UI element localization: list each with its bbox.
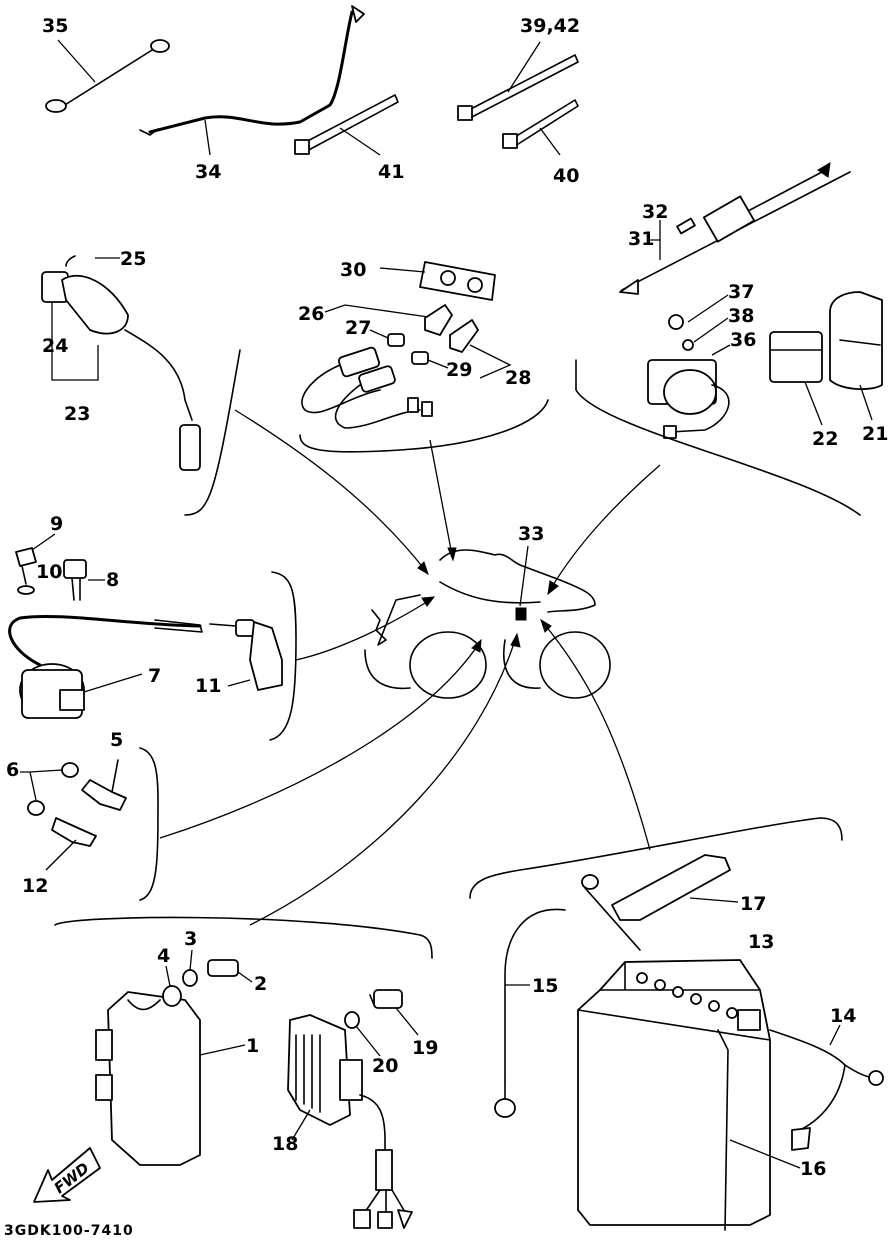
vehicle-outline	[364, 549, 611, 699]
group-bracket-coil	[269, 571, 297, 741]
part-7-ignition-coil	[8, 614, 203, 719]
part-3-washer	[182, 949, 198, 987]
callout-29: 29	[446, 359, 472, 381]
part-26-wire-lead	[301, 304, 436, 429]
part-10-washer	[17, 585, 35, 595]
part-18-rectifier-regulator	[287, 1014, 413, 1229]
callout-18: 18	[272, 1133, 298, 1155]
callout-19: 19	[412, 1037, 438, 1059]
callout-7: 7	[148, 665, 161, 687]
part-20-washer	[344, 1011, 381, 1057]
group-bracket-battery	[469, 817, 843, 899]
part-12-switch	[45, 817, 97, 871]
part-17-battery-band	[611, 854, 739, 921]
callout-20: 20	[372, 1055, 398, 1077]
part-11-plug-cap	[209, 619, 283, 691]
part-1-cdi-unit	[95, 991, 246, 1166]
callout-22: 22	[812, 428, 838, 450]
part-31-sensor-assembly	[619, 162, 851, 295]
callout-21: 21	[862, 423, 888, 445]
callout-27: 27	[345, 317, 371, 339]
callout-16: 16	[800, 1158, 826, 1180]
part-22-relay-cover	[769, 331, 823, 426]
callout-39-42: 39,42	[520, 15, 580, 37]
callout-9: 9	[50, 513, 63, 535]
group-bracket-sensor	[184, 349, 241, 516]
callout-28: 28	[505, 367, 531, 389]
callout-10: 10	[36, 561, 62, 583]
callout-4: 4	[157, 945, 170, 967]
group-bracket-switches	[139, 747, 159, 901]
callout-30: 30	[340, 259, 366, 281]
callout-13: 13	[748, 931, 774, 953]
callout-41: 41	[378, 161, 404, 183]
callout-1: 1	[246, 1035, 259, 1057]
part-15-negative-lead	[494, 874, 641, 1118]
group-bracket-leads	[299, 399, 549, 453]
callout-11: 11	[195, 675, 221, 697]
leader-33	[519, 545, 529, 607]
callout-2: 2	[254, 973, 267, 995]
location-arrows	[159, 409, 661, 926]
callout-40: 40	[553, 165, 579, 187]
callout-25: 25	[120, 248, 146, 270]
part-16-battery	[577, 959, 801, 1231]
part-4-washer	[162, 965, 182, 1007]
part-40-cable-tie	[502, 99, 579, 156]
part-5-switch	[81, 759, 127, 811]
part-21-rubber-cover	[829, 291, 883, 421]
part-19-bolt	[369, 989, 419, 1036]
callout-37: 37	[728, 281, 754, 303]
callout-36: 36	[730, 329, 756, 351]
part-36-starter-relay	[647, 294, 731, 439]
part-9-bolt	[15, 547, 37, 585]
part-2-bolt	[207, 959, 253, 983]
fwd-arrow-icon	[33, 1147, 101, 1203]
group-bracket-cdi	[54, 916, 433, 959]
callout-12: 12	[22, 875, 48, 897]
diagram-code: 3GDK100-7410	[4, 1223, 134, 1239]
callout-23: 23	[64, 403, 90, 425]
part-39-42-cable-tie	[457, 41, 579, 121]
callout-5: 5	[110, 729, 123, 751]
group-bracket-relay	[575, 359, 861, 516]
callout-31: 31	[628, 228, 654, 250]
callout-17: 17	[740, 893, 766, 915]
callout-34: 34	[195, 161, 221, 183]
part-41-cable-band	[294, 94, 399, 156]
callout-38: 38	[728, 305, 754, 327]
callout-24: 24	[42, 335, 68, 357]
callout-3: 3	[184, 928, 197, 950]
part-23-sensor-assembly	[41, 255, 201, 471]
callout-15: 15	[532, 975, 558, 997]
leader-9	[31, 533, 56, 551]
callout-33: 33	[518, 523, 544, 545]
callout-6: 6	[6, 759, 19, 781]
callout-35: 35	[42, 15, 68, 37]
part-28-connector-elbows	[424, 304, 512, 379]
part-27-sleeve	[369, 329, 405, 347]
part-35-lead-wire	[45, 39, 170, 113]
part-30-plate	[379, 261, 496, 301]
part-34-harness-lead	[139, 5, 365, 156]
callout-14: 14	[830, 1005, 856, 1027]
callout-32: 32	[642, 201, 668, 223]
part-29-sleeve	[411, 351, 449, 369]
callout-26: 26	[298, 303, 324, 325]
callout-8: 8	[106, 569, 119, 591]
part-14-breather-hose	[769, 1024, 884, 1151]
part-6-gaskets	[20, 762, 79, 816]
part-8-bolt	[63, 559, 105, 601]
